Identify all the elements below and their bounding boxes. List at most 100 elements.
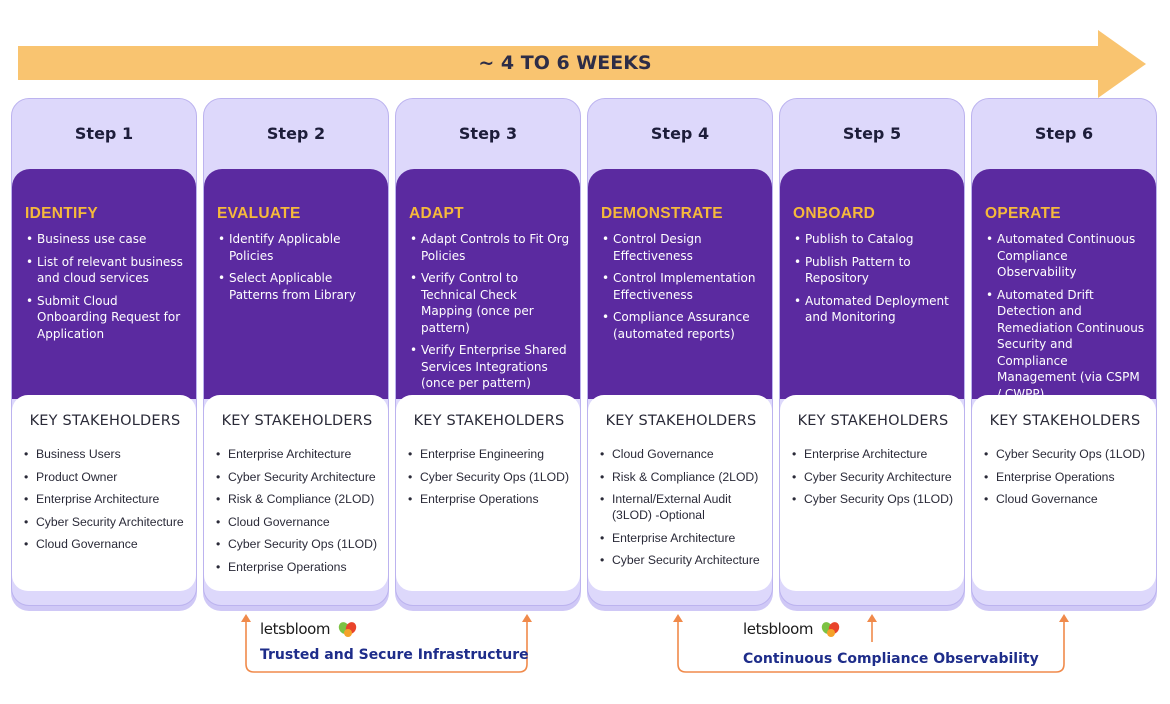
stakeholder-item: Internal/External Audit (3LOD) -Optional — [598, 491, 764, 523]
flower-icon — [821, 621, 839, 637]
phase-panel: ONBOARD Publish to Catalog Publish Patte… — [780, 169, 964, 399]
phase-item: Identify Applicable Policies — [217, 231, 378, 264]
letsbloom-logo: letsbloom — [743, 620, 841, 639]
stakeholder-item: Enterprise Engineering — [406, 446, 572, 462]
step-label: Step 6 — [1034, 124, 1094, 143]
stakeholder-item: Enterprise Operations — [982, 469, 1148, 485]
stakeholder-item: Enterprise Operations — [214, 559, 380, 575]
stakeholders-panel: KEY STAKEHOLDERS Cloud Governance Risk &… — [588, 395, 772, 591]
stakeholders-panel: KEY STAKEHOLDERS Cyber Security Ops (1LO… — [972, 395, 1156, 591]
phase-item: Automated Continuous Compliance Observab… — [985, 231, 1146, 281]
stakeholder-item: Risk & Compliance (2LOD) — [598, 469, 764, 485]
stakeholder-item: Cloud Governance — [214, 514, 380, 530]
stakeholders-list: Enterprise Architecture Cyber Security A… — [790, 446, 956, 507]
phase-title: DEMONSTRATE — [601, 205, 723, 222]
group-caption: Trusted and Secure Infrastructure — [260, 647, 529, 663]
step-label: Step 4 — [650, 124, 710, 143]
phase-item: Automated Deployment and Monitoring — [793, 293, 954, 326]
stakeholder-item: Cyber Security Architecture — [22, 514, 188, 530]
step-label: Step 2 — [266, 124, 326, 143]
step-column-1: Step 1 IDENTIFY Business use case List o… — [11, 98, 197, 606]
group-caption: Continuous Compliance Observability — [743, 651, 1039, 667]
stakeholder-item: Cloud Governance — [598, 446, 764, 462]
phase-item: List of relevant business and cloud serv… — [25, 254, 186, 287]
phase-item: Verify Enterprise Shared Services Integr… — [409, 342, 570, 392]
phase-item: Adapt Controls to Fit Org Policies — [409, 231, 570, 264]
stakeholder-item: Enterprise Architecture — [790, 446, 956, 462]
step-columns: Step 1 IDENTIFY Business use case List o… — [11, 98, 1159, 608]
phase-panel: EVALUATE Identify Applicable Policies Se… — [204, 169, 388, 399]
phase-item: Publish to Catalog — [793, 231, 954, 248]
stakeholder-item: Risk & Compliance (2LOD) — [214, 491, 380, 507]
step-column-5: Step 5 ONBOARD Publish to Catalog Publis… — [779, 98, 965, 606]
phase-item: Submit Cloud Onboarding Request for Appl… — [25, 293, 186, 343]
step-column-6: Step 6 OPERATE Automated Continuous Comp… — [971, 98, 1157, 606]
stakeholders-title: KEY STAKEHOLDERS — [605, 413, 757, 429]
phase-panel: IDENTIFY Business use case List of relev… — [12, 169, 196, 399]
stakeholders-title: KEY STAKEHOLDERS — [797, 413, 949, 429]
timeline-arrow: ~ 4 TO 6 WEEKS — [0, 0, 1170, 100]
flower-icon — [338, 621, 356, 637]
stakeholder-item: Business Users — [22, 446, 188, 462]
phase-item: Control Design Effectiveness — [601, 231, 762, 264]
stakeholder-item: Enterprise Operations — [406, 491, 572, 507]
phase-item: Publish Pattern to Repository — [793, 254, 954, 287]
stakeholders-list: Enterprise Architecture Cyber Security A… — [214, 446, 380, 575]
timeline-label: ~ 4 TO 6 WEEKS — [478, 52, 652, 74]
phase-item: Select Applicable Patterns from Library — [217, 270, 378, 303]
phase-list: Adapt Controls to Fit Org Policies Verif… — [409, 231, 570, 392]
stakeholders-list: Cloud Governance Risk & Compliance (2LOD… — [598, 446, 764, 568]
arrow-up-icon — [673, 614, 683, 622]
phase-title: ADAPT — [409, 205, 464, 222]
stakeholders-list: Business Users Product Owner Enterprise … — [22, 446, 188, 552]
stakeholder-item: Cyber Security Ops (1LOD) — [214, 536, 380, 552]
phase-panel: ADAPT Adapt Controls to Fit Org Policies… — [396, 169, 580, 399]
phase-item: Control Implementation Effectiveness — [601, 270, 762, 303]
timeline-arrow-shape — [18, 30, 1146, 98]
step-label: Step 3 — [458, 124, 518, 143]
arrow-up-icon — [1059, 614, 1069, 622]
connector-lines — [241, 614, 1069, 673]
stakeholder-item: Enterprise Architecture — [214, 446, 380, 462]
stakeholder-item: Enterprise Architecture — [22, 491, 188, 507]
stakeholder-item: Product Owner — [22, 469, 188, 485]
step-label: Step 1 — [74, 124, 134, 143]
phase-item: Compliance Assurance (automated reports) — [601, 309, 762, 342]
letsbloom-logo: letsbloom — [260, 620, 358, 639]
brand-name: letsbloom — [260, 620, 331, 638]
brand-name: letsbloom — [743, 620, 814, 638]
phase-list: Control Design Effectiveness Control Imp… — [601, 231, 762, 342]
stakeholder-item: Cloud Governance — [22, 536, 188, 552]
phase-title: OPERATE — [985, 205, 1061, 222]
stakeholders-title: KEY STAKEHOLDERS — [29, 413, 181, 429]
phase-item: Verify Control to Technical Check Mappin… — [409, 270, 570, 336]
stakeholder-item: Cyber Security Architecture — [598, 552, 764, 568]
stakeholders-list: Cyber Security Ops (1LOD) Enterprise Ope… — [982, 446, 1148, 507]
stakeholder-item: Cyber Security Architecture — [790, 469, 956, 485]
stakeholders-title: KEY STAKEHOLDERS — [221, 413, 373, 429]
phase-list: Business use case List of relevant busin… — [25, 231, 186, 342]
phase-list: Publish to Catalog Publish Pattern to Re… — [793, 231, 954, 326]
phase-panel: OPERATE Automated Continuous Compliance … — [972, 169, 1156, 402]
stakeholder-item: Cyber Security Ops (1LOD) — [790, 491, 956, 507]
group-connectors: letsbloom Trusted and Secure Infrastruct… — [0, 600, 1170, 704]
arrow-up-icon — [241, 614, 251, 622]
step-column-2: Step 2 EVALUATE Identify Applicable Poli… — [203, 98, 389, 606]
phase-list: Automated Continuous Compliance Observab… — [985, 231, 1146, 402]
phase-title: ONBOARD — [793, 205, 876, 222]
arrow-up-icon — [522, 614, 532, 622]
stakeholder-item: Enterprise Architecture — [598, 530, 764, 546]
arrow-up-icon — [867, 614, 877, 622]
stakeholders-panel: KEY STAKEHOLDERS Enterprise Architecture… — [204, 395, 388, 591]
phase-title: EVALUATE — [217, 205, 301, 222]
phase-panel: DEMONSTRATE Control Design Effectiveness… — [588, 169, 772, 399]
step-column-3: Step 3 ADAPT Adapt Controls to Fit Org P… — [395, 98, 581, 606]
stakeholder-item: Cyber Security Ops (1LOD) — [982, 446, 1148, 462]
step-label: Step 5 — [842, 124, 902, 143]
phase-item: Business use case — [25, 231, 186, 248]
phase-item: Automated Drift Detection and Remediatio… — [985, 287, 1146, 403]
step-column-4: Step 4 DEMONSTRATE Control Design Effect… — [587, 98, 773, 606]
phase-title: IDENTIFY — [25, 205, 99, 222]
stakeholder-item: Cloud Governance — [982, 491, 1148, 507]
stakeholders-panel: KEY STAKEHOLDERS Enterprise Architecture… — [780, 395, 964, 591]
